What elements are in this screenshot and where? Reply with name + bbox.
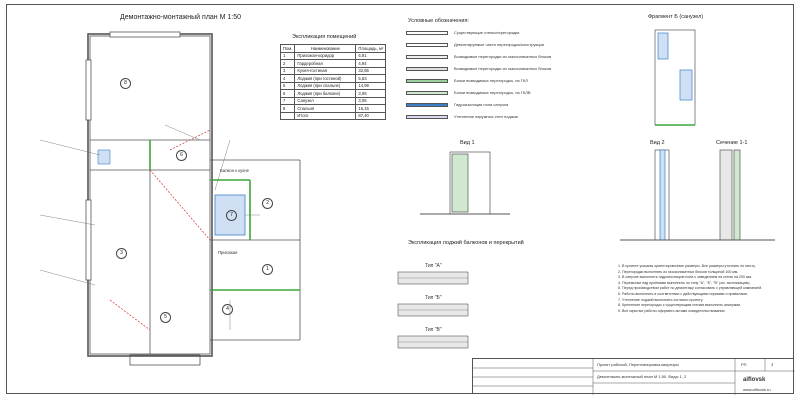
legend-label: Блоки возводимых перегородок, на ГКЛВ: [454, 90, 531, 95]
title-block-grid: [473, 359, 795, 395]
room-number: 5: [160, 312, 171, 323]
table-cell: 14,99: [355, 81, 387, 90]
sheet-frame: [6, 4, 794, 394]
legend-label: Блоки возводимых перегородок, на ГКЛ: [454, 78, 528, 83]
stamp-drawing: Демонтажно-монтажный план М 1:50. Виды 1…: [597, 374, 687, 379]
note-item: 2. Перегородки выполнять из газосиликатн…: [618, 269, 739, 274]
table-cell: 16,15: [355, 104, 387, 113]
table-cell: 2: [279, 59, 296, 68]
legend-swatch: [406, 115, 448, 119]
plan-title: Демонтажно-монтажный план М 1:50: [120, 14, 242, 21]
col-header: Пом.: [279, 44, 296, 53]
room-number: 6: [176, 150, 187, 161]
room-number: 7: [226, 210, 237, 221]
title-block: Проект рабочий, Перепланировка квартиры …: [472, 358, 795, 395]
legend-swatch: [406, 55, 448, 59]
legend-swatch: [406, 43, 448, 47]
table-cell: 32,65: [355, 66, 387, 75]
table-cell: Кухня-гостиная: [294, 66, 357, 75]
type-c-label: Тип "В": [425, 327, 442, 333]
type-b-label: Тип "Б": [425, 295, 442, 301]
note-item: 5. Перед производством работ по демонтаж…: [618, 286, 763, 291]
table-cell: Санузел: [294, 96, 357, 105]
table-cell: 3,06: [355, 96, 387, 105]
table-cell: Спальня: [294, 104, 357, 113]
legend-swatch: [406, 79, 448, 83]
table-cell: 4: [279, 74, 296, 83]
note-item: 6. Работы выполнять в соответствии с дей…: [618, 291, 748, 296]
explication-title: Экспликация помещений: [292, 34, 357, 40]
company-logo: aiflovsk: [743, 377, 766, 383]
legend-label: Возводимые перегородки из газосиликатных…: [454, 66, 552, 71]
legend-swatch: [406, 103, 448, 107]
table-cell: [279, 111, 296, 120]
fragment-title: Фрагмент Б (санузел): [648, 14, 704, 20]
view2-title: Вид 2: [650, 140, 665, 146]
room-label-balcony: Балкон к кухне: [220, 168, 249, 173]
table-cell: Лоджия (при гостиной): [294, 74, 357, 83]
table-cell: 87,40: [355, 111, 387, 120]
stamp-stage: РП: [741, 362, 747, 367]
legend-label: Возводимые перегородки из газосиликатных…: [454, 54, 552, 59]
type-a-label: Тип "А": [425, 263, 442, 269]
legend-label: Существующие стены/перегородки: [454, 30, 520, 35]
legend-swatch: [406, 67, 448, 71]
legend-label: Демонтируемые части перегородок/конструк…: [454, 42, 544, 47]
table-cell: 5: [279, 81, 296, 90]
table-cell: 3: [279, 66, 296, 75]
note-item: 7. Утепление лоджий выполнить согласно п…: [618, 297, 704, 302]
table-cell: 6,91: [355, 51, 387, 60]
room-number: 2: [262, 198, 273, 209]
room-number: 8: [120, 78, 131, 89]
table-header-row: Пом. Наименование Площадь, м²: [279, 44, 387, 53]
note-item: 3. В санузле выполнить гидроизоляцию пол…: [618, 275, 752, 280]
note-item: 4. Перемычки над проёмами выполнить по т…: [618, 280, 751, 285]
room-label-hall: Прихожая: [218, 250, 238, 255]
legend-label: Утепление наружных стен лоджии: [454, 114, 518, 119]
col-header: Наименование: [294, 44, 357, 53]
table-cell: 4,94: [355, 59, 387, 68]
legend-swatch: [406, 91, 448, 95]
stamp-project: Проект рабочий, Перепланировка квартиры: [597, 362, 679, 367]
note-item: 9. Все скрытые работы оформить актами ос…: [618, 308, 726, 313]
legend-label: Гидроизоляция пола санузла: [454, 102, 509, 107]
table-cell: 3,06: [355, 89, 387, 98]
note-item: 1. В проекте указаны ориентировочные раз…: [618, 264, 756, 268]
view1-title: Вид 1: [460, 140, 475, 146]
room-number: 1: [262, 264, 273, 275]
note-item: 8. Крепление перегородок к существующим …: [618, 303, 742, 308]
section-title: Сечение 1-1: [716, 140, 748, 146]
lintel-title: Экспликация лоджий балконов и перекрытий: [408, 240, 524, 246]
table-cell: Лоджия (при спальне): [294, 81, 357, 90]
room-number: 3: [116, 248, 127, 259]
table-cell: 7: [279, 96, 296, 105]
table-cell: 8: [279, 104, 296, 113]
table-cell: Итого: [294, 111, 357, 120]
table-cell: 5,63: [355, 74, 387, 83]
table-cell: Лоджия (при балконе): [294, 89, 357, 98]
col-header: Площадь, м²: [355, 44, 387, 53]
table-cell: 6: [279, 89, 296, 98]
company-site: www.aiflovsk.ru: [743, 387, 771, 392]
room-number: 4: [222, 304, 233, 315]
table-cell: 1: [279, 51, 296, 60]
table-cell: Гардеробная: [294, 59, 357, 68]
table-cell: Прихожая-коридор: [294, 51, 357, 60]
stamp-sheet-no: 3: [771, 362, 774, 367]
legend-title: Условные обозначения:: [408, 18, 469, 24]
general-notes: 1. В проекте указаны ориентировочные раз…: [618, 264, 790, 314]
legend-swatch: [406, 31, 448, 35]
